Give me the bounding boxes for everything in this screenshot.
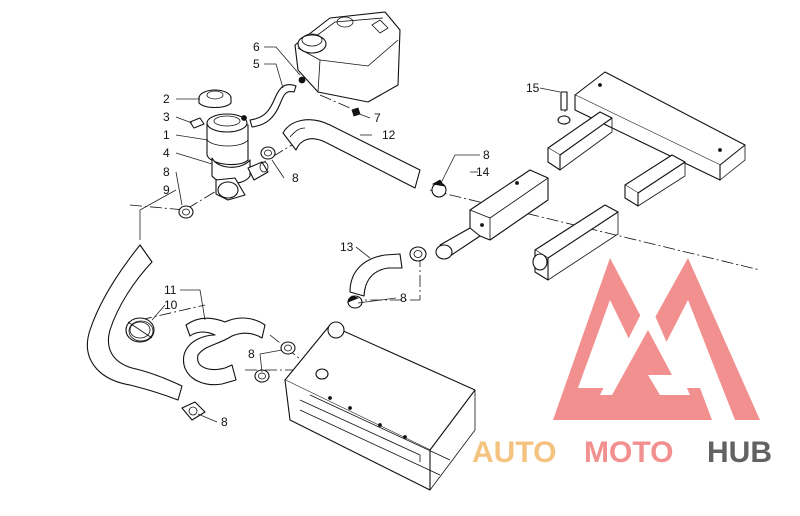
front-heat-exchanger xyxy=(284,321,476,491)
callout-8-d: 8 xyxy=(400,291,407,305)
callout-8-c: 8 xyxy=(483,148,490,162)
callout-1: 1 xyxy=(163,128,170,142)
callout-6: 6 xyxy=(253,40,260,54)
clamp-8-b xyxy=(431,179,447,198)
callout-9: 9 xyxy=(163,183,170,197)
tunnel-cooler xyxy=(532,71,746,281)
watermark-hub: HUB xyxy=(707,436,772,469)
clamp-8-d xyxy=(346,295,363,309)
hose-9 xyxy=(86,244,183,401)
callout-15: 15 xyxy=(526,81,540,95)
gasket-3 xyxy=(189,117,205,129)
callout-8-e: 8 xyxy=(248,347,255,361)
callout-10: 10 xyxy=(164,298,178,312)
callout-12: 12 xyxy=(382,128,396,142)
fastener-6 xyxy=(298,76,306,84)
clamp-8-f xyxy=(181,401,206,421)
callout-5: 5 xyxy=(253,57,260,71)
spring-clamp-10 xyxy=(125,317,155,343)
heat-exchanger-14 xyxy=(435,169,549,260)
callout-8-b: 8 xyxy=(292,171,299,185)
clamp-8-c xyxy=(409,246,427,262)
coolant-tank xyxy=(294,11,401,103)
callout-3: 3 xyxy=(163,110,170,124)
callout-7: 7 xyxy=(374,111,381,125)
callout-8-a: 8 xyxy=(163,165,170,179)
hose-12 xyxy=(282,119,421,189)
watermark-auto: AUTO xyxy=(472,436,556,469)
callout-11: 11 xyxy=(164,283,177,297)
clamp-8-a xyxy=(260,146,276,160)
watermark-logo: AUTO MOTO HUB xyxy=(472,258,772,469)
callout-2: 2 xyxy=(163,92,170,106)
hose-5 xyxy=(249,83,297,128)
hose-11 xyxy=(182,317,266,386)
callout-labels: 6 5 2 3 1 4 8 9 8 7 12 8 14 15 13 8 11 1… xyxy=(163,40,540,429)
leader-lines xyxy=(139,46,561,423)
outlet-housing xyxy=(211,157,269,201)
clamp-8-e xyxy=(178,205,194,219)
fastener-7 xyxy=(351,107,361,117)
callout-13: 13 xyxy=(340,240,354,254)
callout-8-f: 8 xyxy=(221,415,228,429)
callout-14: 14 xyxy=(476,165,490,179)
filler-neck xyxy=(206,113,249,166)
hose-13 xyxy=(349,253,403,297)
watermark-moto: MOTO xyxy=(584,436,673,469)
callout-4: 4 xyxy=(163,146,170,160)
radiator-cap xyxy=(198,89,232,109)
clamp-8-g xyxy=(280,341,296,355)
fitting-15 xyxy=(557,91,571,125)
